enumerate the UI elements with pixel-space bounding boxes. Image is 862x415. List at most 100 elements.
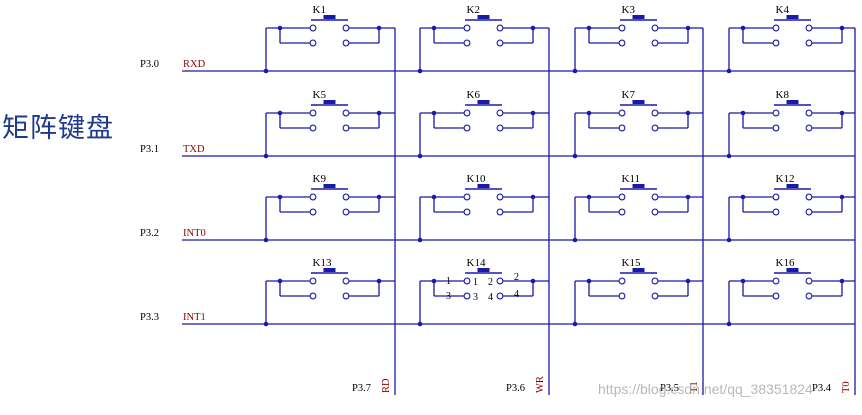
contact-pin bbox=[805, 208, 813, 216]
contact-pin bbox=[342, 277, 350, 285]
junction-dot bbox=[572, 321, 578, 327]
junction-dot bbox=[530, 110, 536, 116]
contact-pin bbox=[805, 109, 813, 117]
junction-dot bbox=[586, 25, 592, 31]
contact-pin bbox=[496, 39, 504, 47]
button-cap bbox=[786, 100, 799, 104]
column-signal-label: WR bbox=[535, 376, 546, 393]
contact-pin bbox=[772, 277, 780, 285]
junction-dot bbox=[530, 194, 536, 200]
contact-pin bbox=[651, 277, 659, 285]
column-port-label: P3.6 bbox=[506, 383, 525, 394]
junction-dot bbox=[586, 194, 592, 200]
junction-dot bbox=[431, 25, 437, 31]
junction-dot bbox=[431, 194, 437, 200]
key-label: K9 bbox=[313, 173, 327, 185]
junction-dot bbox=[839, 110, 845, 116]
button-cap bbox=[786, 184, 799, 188]
pin-number-label: 1 bbox=[446, 276, 451, 287]
junction-dot bbox=[685, 110, 691, 116]
junction-dot bbox=[740, 25, 746, 31]
column-port-label: P3.5 bbox=[660, 383, 679, 394]
contact-pin bbox=[618, 39, 626, 47]
key-label: K2 bbox=[467, 4, 480, 16]
button-cap bbox=[323, 100, 336, 104]
contact-pin bbox=[805, 292, 813, 300]
junction-dot bbox=[417, 321, 423, 327]
contact-pin bbox=[772, 208, 780, 216]
contact-pin bbox=[496, 292, 504, 300]
pin-number-label: 3 bbox=[473, 292, 478, 303]
contact-pin bbox=[463, 277, 471, 285]
row-port-label: P3.3 bbox=[140, 312, 159, 323]
contact-pin bbox=[342, 24, 350, 32]
contact-pin bbox=[772, 109, 780, 117]
button-cap bbox=[323, 184, 336, 188]
contact-pin bbox=[618, 208, 626, 216]
junction-dot bbox=[726, 237, 732, 243]
contact-pin bbox=[618, 292, 626, 300]
button-cap bbox=[477, 184, 490, 188]
pin-number-label: 4 bbox=[488, 292, 493, 303]
contact-pin bbox=[309, 208, 317, 216]
contact-pin bbox=[342, 124, 350, 132]
junction-dot bbox=[376, 194, 382, 200]
junction-dot bbox=[839, 194, 845, 200]
button-cap bbox=[786, 15, 799, 19]
junction-dot bbox=[572, 237, 578, 243]
junction-dot bbox=[263, 153, 269, 159]
contact-pin bbox=[496, 109, 504, 117]
pin-number-label: 3 bbox=[446, 291, 451, 302]
contact-pin bbox=[342, 193, 350, 201]
key-label: K8 bbox=[776, 89, 790, 101]
contact-pin bbox=[651, 109, 659, 117]
row-signal-label: TXD bbox=[183, 144, 205, 155]
button-cap bbox=[323, 268, 336, 272]
junction-dot bbox=[530, 25, 536, 31]
key-label: K11 bbox=[622, 173, 641, 185]
contact-pin bbox=[772, 39, 780, 47]
key-label: K4 bbox=[776, 4, 790, 16]
key-label: K16 bbox=[776, 257, 795, 269]
junction-dot bbox=[431, 110, 437, 116]
junction-dot bbox=[572, 153, 578, 159]
contact-pin bbox=[772, 124, 780, 132]
key-label: K15 bbox=[622, 257, 641, 269]
junction-dot bbox=[726, 321, 732, 327]
contact-pin bbox=[651, 292, 659, 300]
contact-pin bbox=[772, 292, 780, 300]
row-port-label: P3.1 bbox=[140, 144, 159, 155]
junction-dot bbox=[726, 68, 732, 74]
key-label: K3 bbox=[622, 4, 636, 16]
junction-dot bbox=[740, 194, 746, 200]
junction-dot bbox=[263, 237, 269, 243]
contact-pin bbox=[342, 39, 350, 47]
button-cap bbox=[477, 100, 490, 104]
contact-pin bbox=[309, 24, 317, 32]
button-cap bbox=[477, 268, 490, 272]
contact-pin bbox=[805, 193, 813, 201]
junction-dot bbox=[740, 278, 746, 284]
junction-dot bbox=[417, 237, 423, 243]
contact-pin bbox=[463, 39, 471, 47]
pin-number-label: 1 bbox=[473, 277, 478, 288]
contact-pin bbox=[463, 208, 471, 216]
row-port-label: P3.2 bbox=[140, 228, 159, 239]
contact-pin bbox=[309, 292, 317, 300]
contact-pin bbox=[805, 277, 813, 285]
junction-dot bbox=[277, 194, 283, 200]
junction-dot bbox=[685, 194, 691, 200]
key-label: K13 bbox=[313, 257, 332, 269]
contact-pin bbox=[805, 39, 813, 47]
junction-dot bbox=[839, 25, 845, 31]
watermark-text: https://blog.csdn.net/qq_38351824 bbox=[598, 381, 813, 397]
column-signal-label: T0 bbox=[841, 381, 852, 393]
contact-pin bbox=[651, 193, 659, 201]
junction-dot bbox=[530, 278, 536, 284]
contact-pin bbox=[618, 193, 626, 201]
contact-pin bbox=[309, 277, 317, 285]
contact-pin bbox=[651, 208, 659, 216]
contact-pin bbox=[309, 109, 317, 117]
